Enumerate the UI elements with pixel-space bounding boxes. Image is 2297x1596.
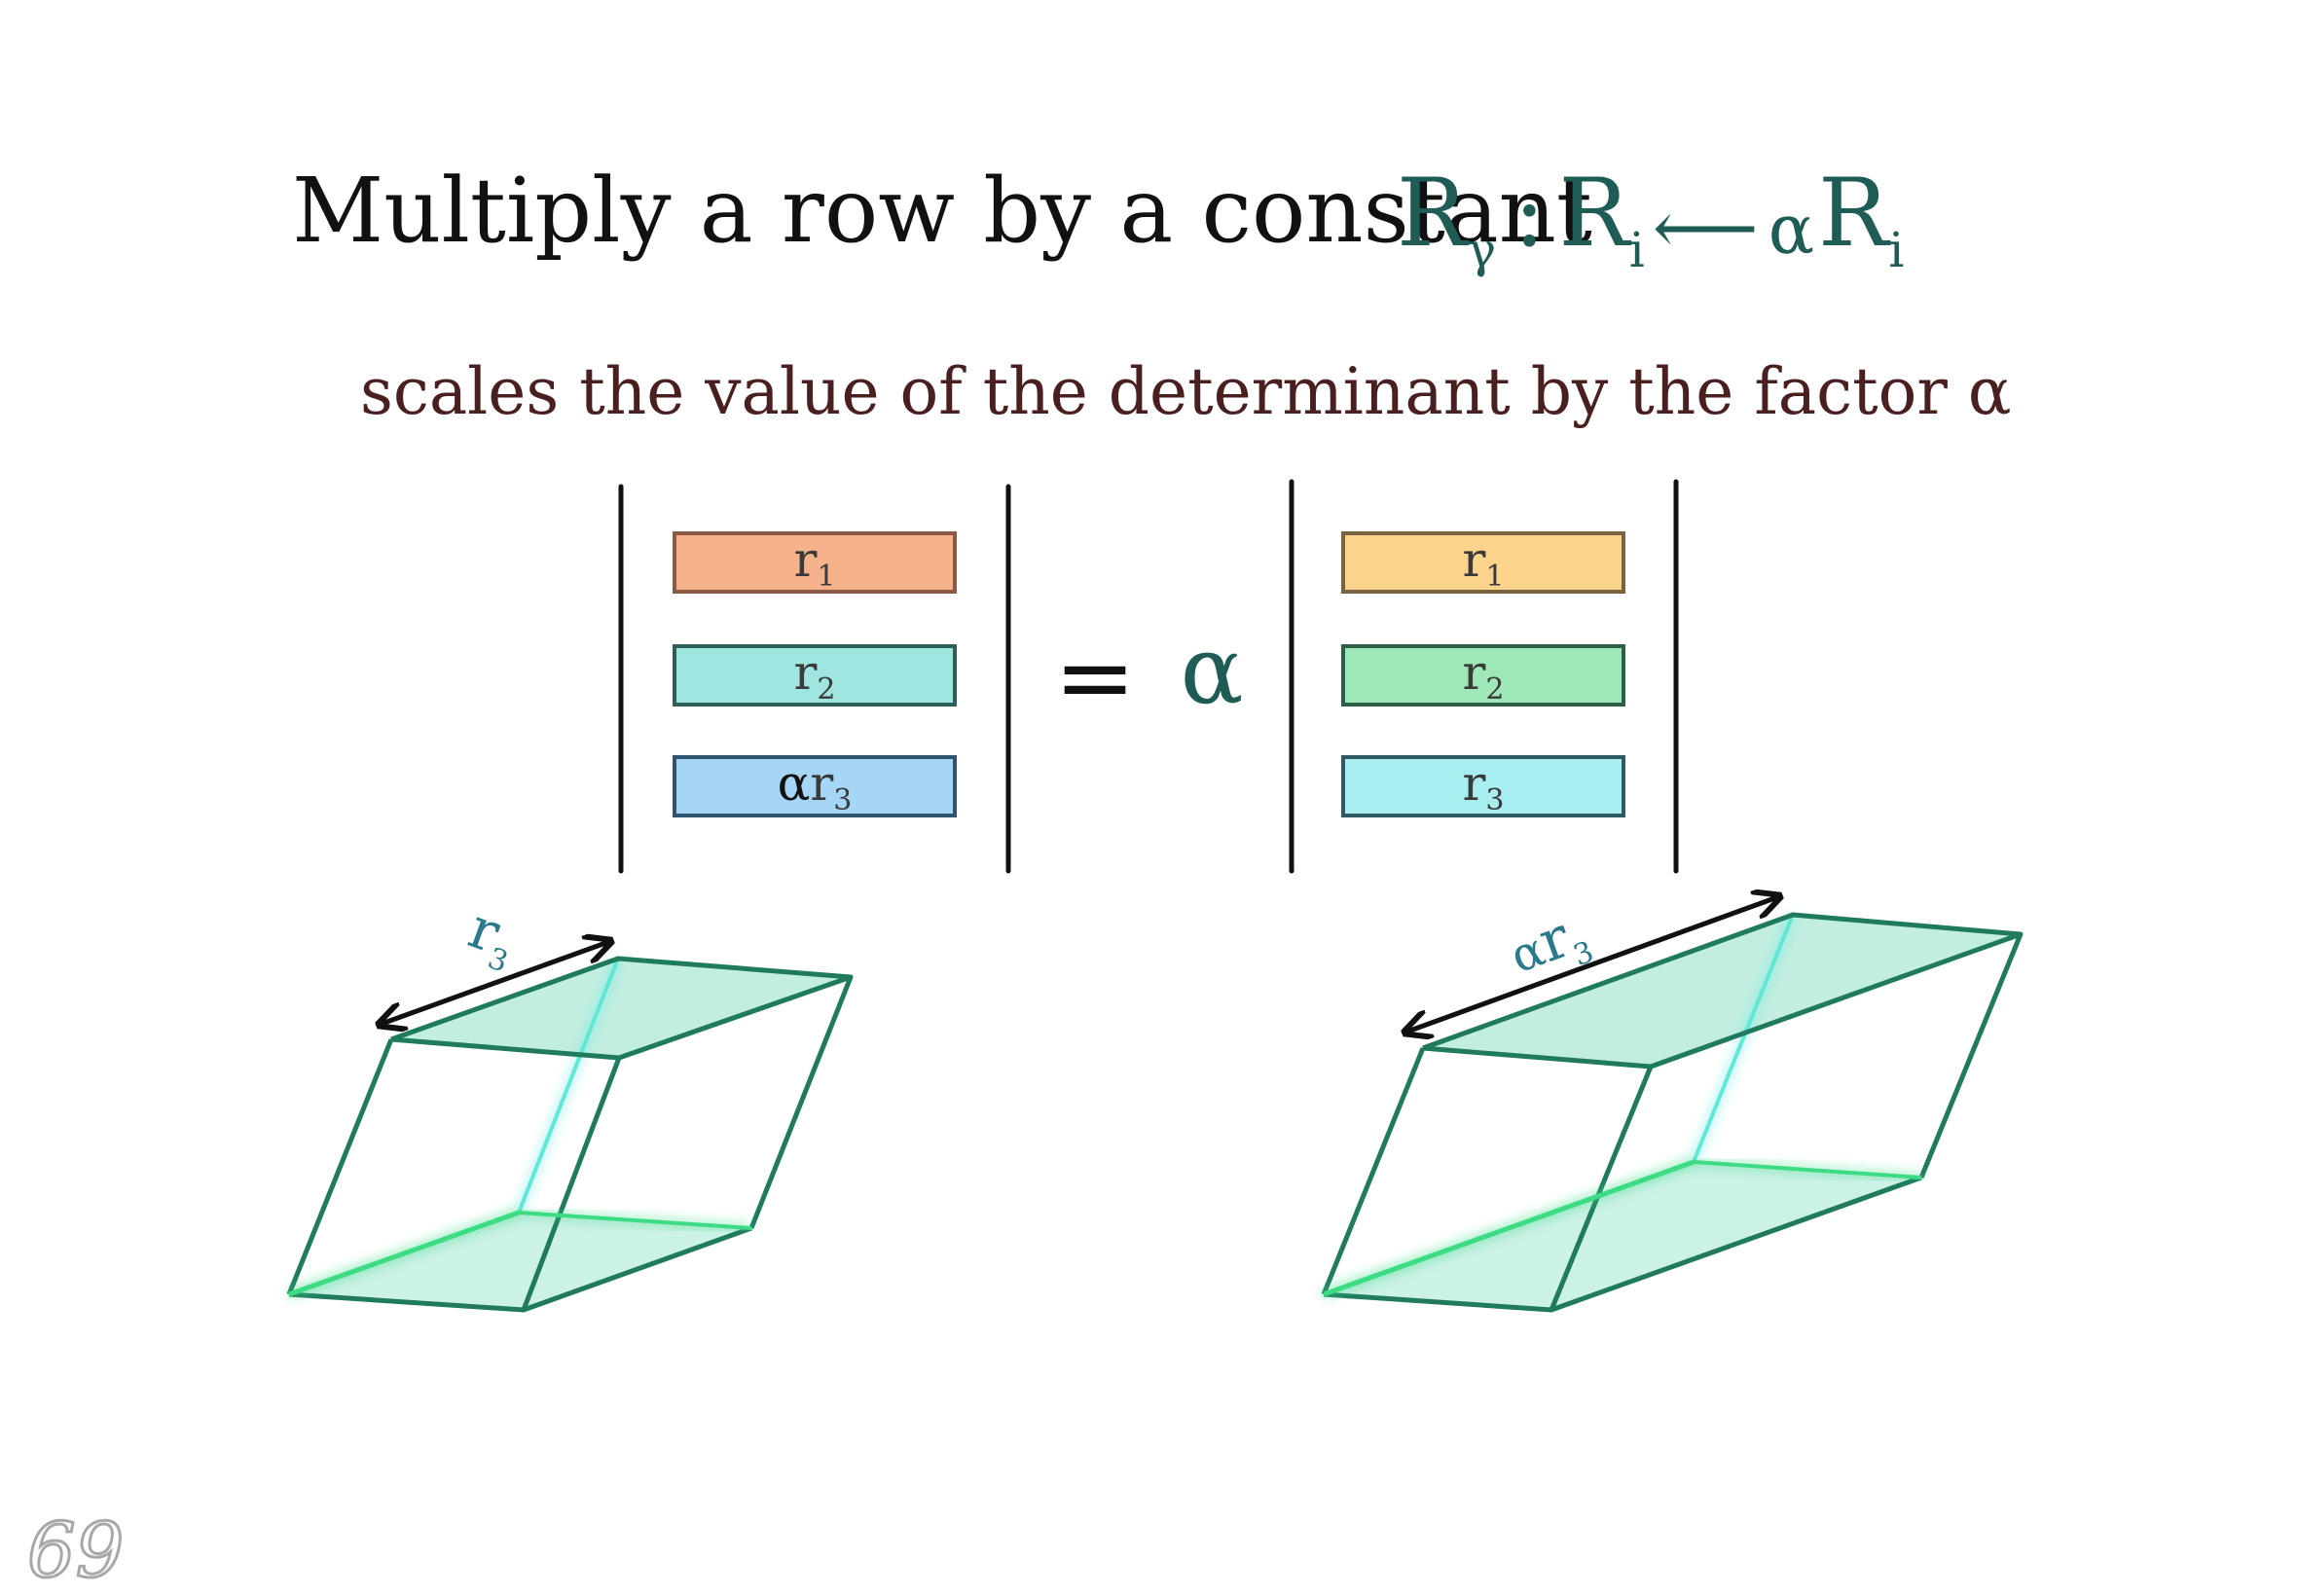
right-dimension-arrow <box>1407 897 1777 1032</box>
formula-lhs-sub: γ <box>1467 222 1496 278</box>
formula-colon: : <box>1513 159 1545 268</box>
formula-factor: α <box>1768 190 1814 270</box>
right-row-3-label: r3 <box>1463 755 1505 817</box>
left-solid-top-face <box>391 959 851 1058</box>
right-parallelepiped: αr3 <box>1321 897 2024 1313</box>
right-row-2-label: r2 <box>1463 644 1505 707</box>
svg-text:Rγ:Ri⟵αRi: Rγ:Ri⟵αRi <box>1397 159 1904 278</box>
left-row-3-label: αr3 <box>778 755 853 817</box>
left-dimension-label: r3 <box>457 894 526 979</box>
equals-sign: = <box>1054 620 1136 734</box>
left-solid-bottom-right-edge <box>518 1211 752 1230</box>
left-determinant-rows: r1 r2 αr3 <box>673 531 957 817</box>
left-parallelepiped: r3 <box>286 894 854 1313</box>
alpha-factor: α <box>1181 616 1244 725</box>
left-row-2-box <box>673 644 957 707</box>
right-solid-bottom-back-edge <box>1323 1159 1695 1297</box>
left-row-3-box <box>673 755 957 817</box>
left-row-2-label: r2 <box>794 644 836 707</box>
left-solid-bottom-front-edges <box>288 1225 752 1313</box>
right-solid-edge-a <box>1321 1047 1426 1295</box>
right-solid-edge-b <box>1918 933 2024 1179</box>
right-solid-bottom-right-edge <box>1693 1160 1922 1179</box>
left-dimension-arrow <box>382 942 608 1024</box>
formula-arrow: ⟵ <box>1653 184 1759 271</box>
right-row-1-label: r1 <box>1463 531 1505 594</box>
formula-target: R <box>1559 159 1632 268</box>
row-operation-formula: Rγ:Ri⟵αRi <box>1397 159 1904 278</box>
left-solid-bottom-back-edge <box>288 1210 520 1297</box>
formula-source: R <box>1818 159 1891 268</box>
right-solid-bottom-front-edges <box>1323 1175 1922 1313</box>
formula-lhs: R <box>1397 159 1470 268</box>
left-solid-edge-c <box>521 1057 622 1311</box>
left-solid-edge-b <box>748 976 854 1229</box>
right-row-3-box <box>1341 755 1625 817</box>
formula-source-sub: i <box>1888 222 1904 278</box>
page-number: 69 <box>27 1507 124 1595</box>
left-solid-edge-a <box>286 1038 394 1295</box>
subtitle: scales the value of the determinant by t… <box>360 354 2011 429</box>
right-solid-edge-c <box>1549 1066 1654 1311</box>
left-row-1-box <box>673 531 957 594</box>
left-solid-bottom-face <box>289 1213 751 1310</box>
right-row-2-box <box>1341 644 1625 707</box>
formula-target-sub: i <box>1629 222 1645 278</box>
left-row-1-label: r1 <box>794 531 836 594</box>
page-title: Multiply a row by a constant <box>292 159 1592 263</box>
right-row-1-box <box>1341 531 1625 594</box>
right-solid-bottom-face <box>1324 1162 1921 1310</box>
right-determinant-rows: r1 r2 r3 <box>1341 531 1625 817</box>
